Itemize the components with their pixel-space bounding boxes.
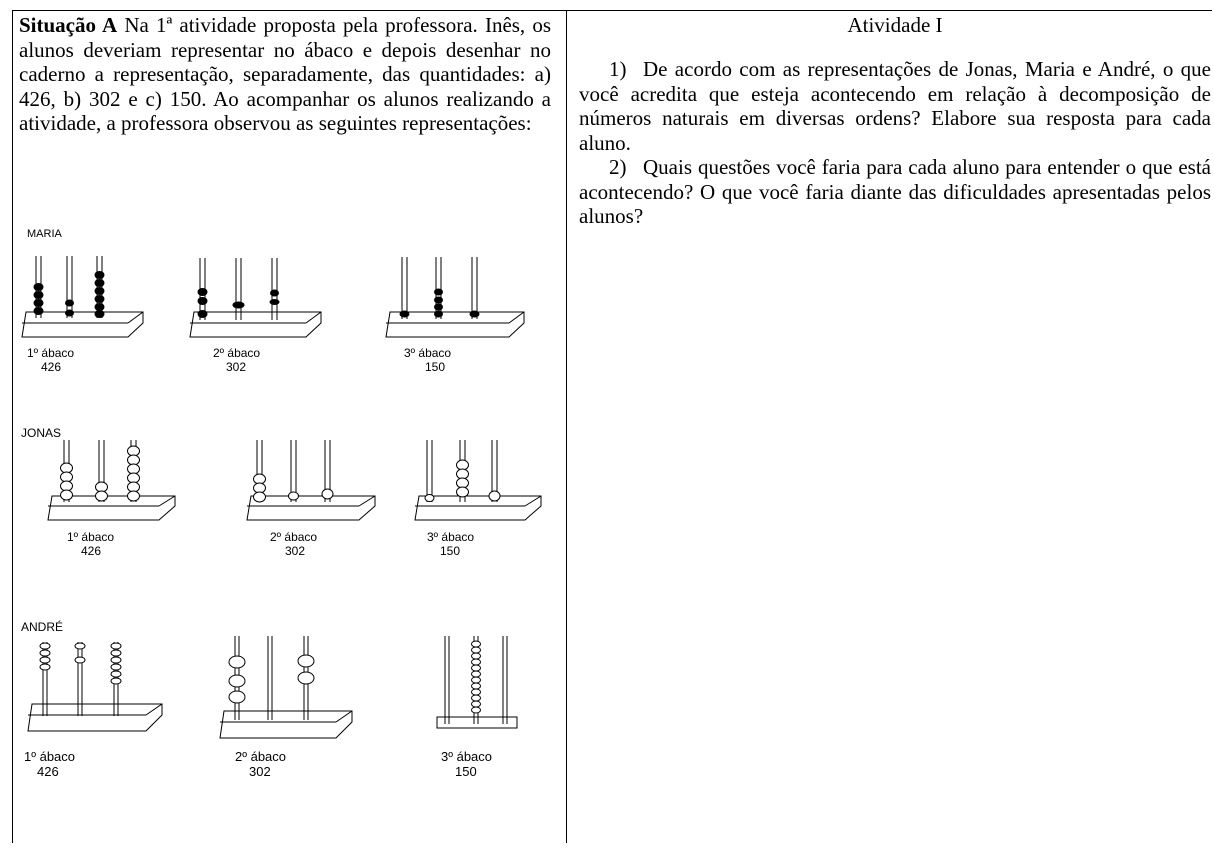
abacus-jonas-1: 1º ábaco 426 [47,440,176,558]
abacus-value: 150 [440,544,460,558]
abacus-andre-3: 3º ábaco 150 [436,636,518,779]
abacus-label: 3º ábaco [441,749,492,764]
item-1-number: 1) [609,57,627,81]
abacus-value: 426 [41,360,61,374]
abacus-maria-3: 3º ábaco 150 [385,257,525,374]
abacus-figure: MARIA 1º ábaco 426 [21,228,542,779]
situacao-lead: Situação A [19,13,118,37]
abacus-value: 426 [81,544,101,558]
situacao-text: Na 1ª atividade proposta pela professora… [19,13,552,135]
abacus-andre-1: 1º ábaco 426 [24,642,163,779]
abacus-label: 2º ábaco [270,530,317,544]
atividade-item-2: 2)Quais questões você faria para cada al… [579,155,1211,229]
situacao-paragraph: Situação A Na 1ª atividade proposta pela… [19,13,551,136]
abacus-maria-1: 1º ábaco 426 [21,256,144,374]
item-2-number: 2) [609,155,627,179]
abacus-value: 302 [249,764,271,779]
atividade-title: Atividade I [847,13,943,37]
item-2-text: Quais questões você faria para cada alun… [579,155,1211,228]
abacus-label: 2º ábaco [235,749,286,764]
item-1-text: De acordo com as representações de Jonas… [579,57,1211,155]
abacus-jonas-3: 3º ábaco 150 [414,440,542,558]
abacus-label: 2º ábaco [213,346,260,360]
abacus-value: 426 [37,764,59,779]
abacus-label: 3º ábaco [404,346,451,360]
abacus-label: 3º ábaco [427,530,474,544]
student-name-andre: ANDRÉ [21,619,63,634]
document-table [12,10,1212,851]
abacus-maria-2: 2º ábaco 302 [189,258,322,374]
abacus-label: 1º ábaco [27,346,74,360]
atividade-item-1: 1)De acordo com as representações de Jon… [579,57,1211,155]
table-left-border [12,10,13,843]
abacus-label: 1º ábaco [67,530,114,544]
abacus-jonas-2: 2º ábaco 302 [246,440,376,558]
abacus-value: 150 [455,764,477,779]
abacus-value: 302 [285,544,305,558]
student-name-maria: MARIA [27,228,63,240]
table-middle-border [566,10,567,843]
atividade-cell: Atividade I 1)De acordo com as represent… [579,13,1211,229]
abacus-value: 302 [226,360,246,374]
student-name-jonas: JONAS [21,426,61,440]
abacus-value: 150 [425,360,445,374]
situacao-cell: Situação A Na 1ª atividade proposta pela… [19,13,551,136]
abacus-andre-2: 2º ábaco 302 [219,636,353,779]
abacus-label: 1º ábaco [24,749,75,764]
